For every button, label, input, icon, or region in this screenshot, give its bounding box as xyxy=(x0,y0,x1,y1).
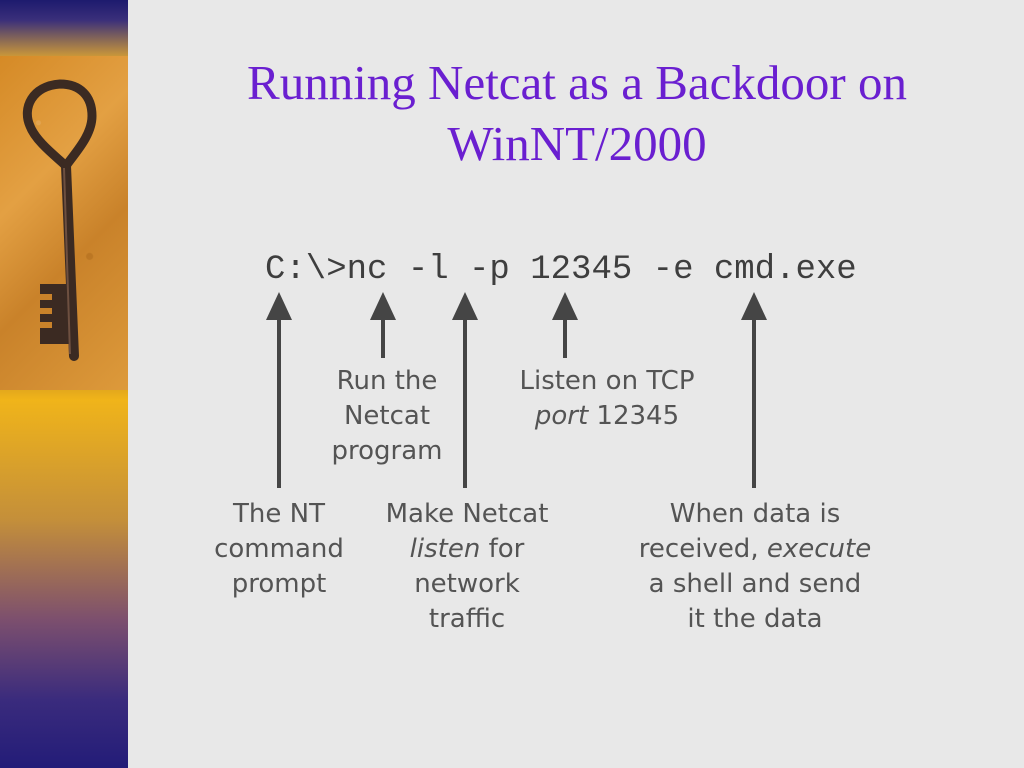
callout-listen-line-3: network xyxy=(414,569,520,599)
callout-prompt-line-1: The NT xyxy=(233,499,325,529)
title-line-2: WinNT/2000 xyxy=(447,116,707,171)
callout-execute-italic: execute xyxy=(766,534,872,564)
callout-listen-italic: listen xyxy=(409,534,481,564)
callout-execute-line-4: it the data xyxy=(687,604,823,634)
command-line: C:\>nc -l -p 12345 -e cmd.exe xyxy=(265,251,857,289)
callout-port-italic: port xyxy=(534,401,589,431)
arrow-port xyxy=(552,292,578,358)
callout-program-line-3: program xyxy=(331,436,443,466)
callout-execute-prefix: received, xyxy=(638,534,767,564)
arrow-program xyxy=(370,292,396,358)
callout-execute-line-1: When data is xyxy=(669,499,841,529)
arrow-prompt xyxy=(266,292,292,488)
callout-program-line-1: Run the xyxy=(336,366,438,396)
callout-listen-rest: for xyxy=(480,534,525,564)
slide-title: Running Netcat as a Backdoor on WinNT/20… xyxy=(130,52,1024,174)
callout-port: Listen on TCP port 12345 xyxy=(492,364,722,434)
key-photo xyxy=(0,56,128,390)
callout-program-line-2: Netcat xyxy=(343,401,431,431)
callout-prompt-line-2: command xyxy=(214,534,344,564)
sidebar-decoration xyxy=(0,0,128,768)
callout-program: Run the Netcat program xyxy=(322,364,452,469)
callout-listen: Make Netcat listen for network traffic xyxy=(365,497,569,637)
callout-listen-line-4: traffic xyxy=(428,604,506,634)
title-line-1: Running Netcat as a Backdoor on xyxy=(247,55,907,110)
callout-prompt-line-3: prompt xyxy=(231,569,327,599)
callout-port-line-2: port 12345 xyxy=(492,399,722,434)
callout-port-rest: 12345 xyxy=(588,401,680,431)
callout-execute-line-2: received, execute xyxy=(615,532,895,567)
arrow-execute xyxy=(741,292,767,488)
key-icon xyxy=(22,79,97,361)
callout-prompt: The NT command prompt xyxy=(197,497,361,602)
callout-port-line-1: Listen on TCP xyxy=(519,366,695,396)
callout-execute: When data is received, execute a shell a… xyxy=(615,497,895,637)
callout-execute-line-3: a shell and send xyxy=(648,569,862,599)
callout-listen-line-2: listen for xyxy=(365,532,569,567)
callout-listen-line-1: Make Netcat xyxy=(385,499,549,529)
arrow-listen xyxy=(452,292,478,488)
